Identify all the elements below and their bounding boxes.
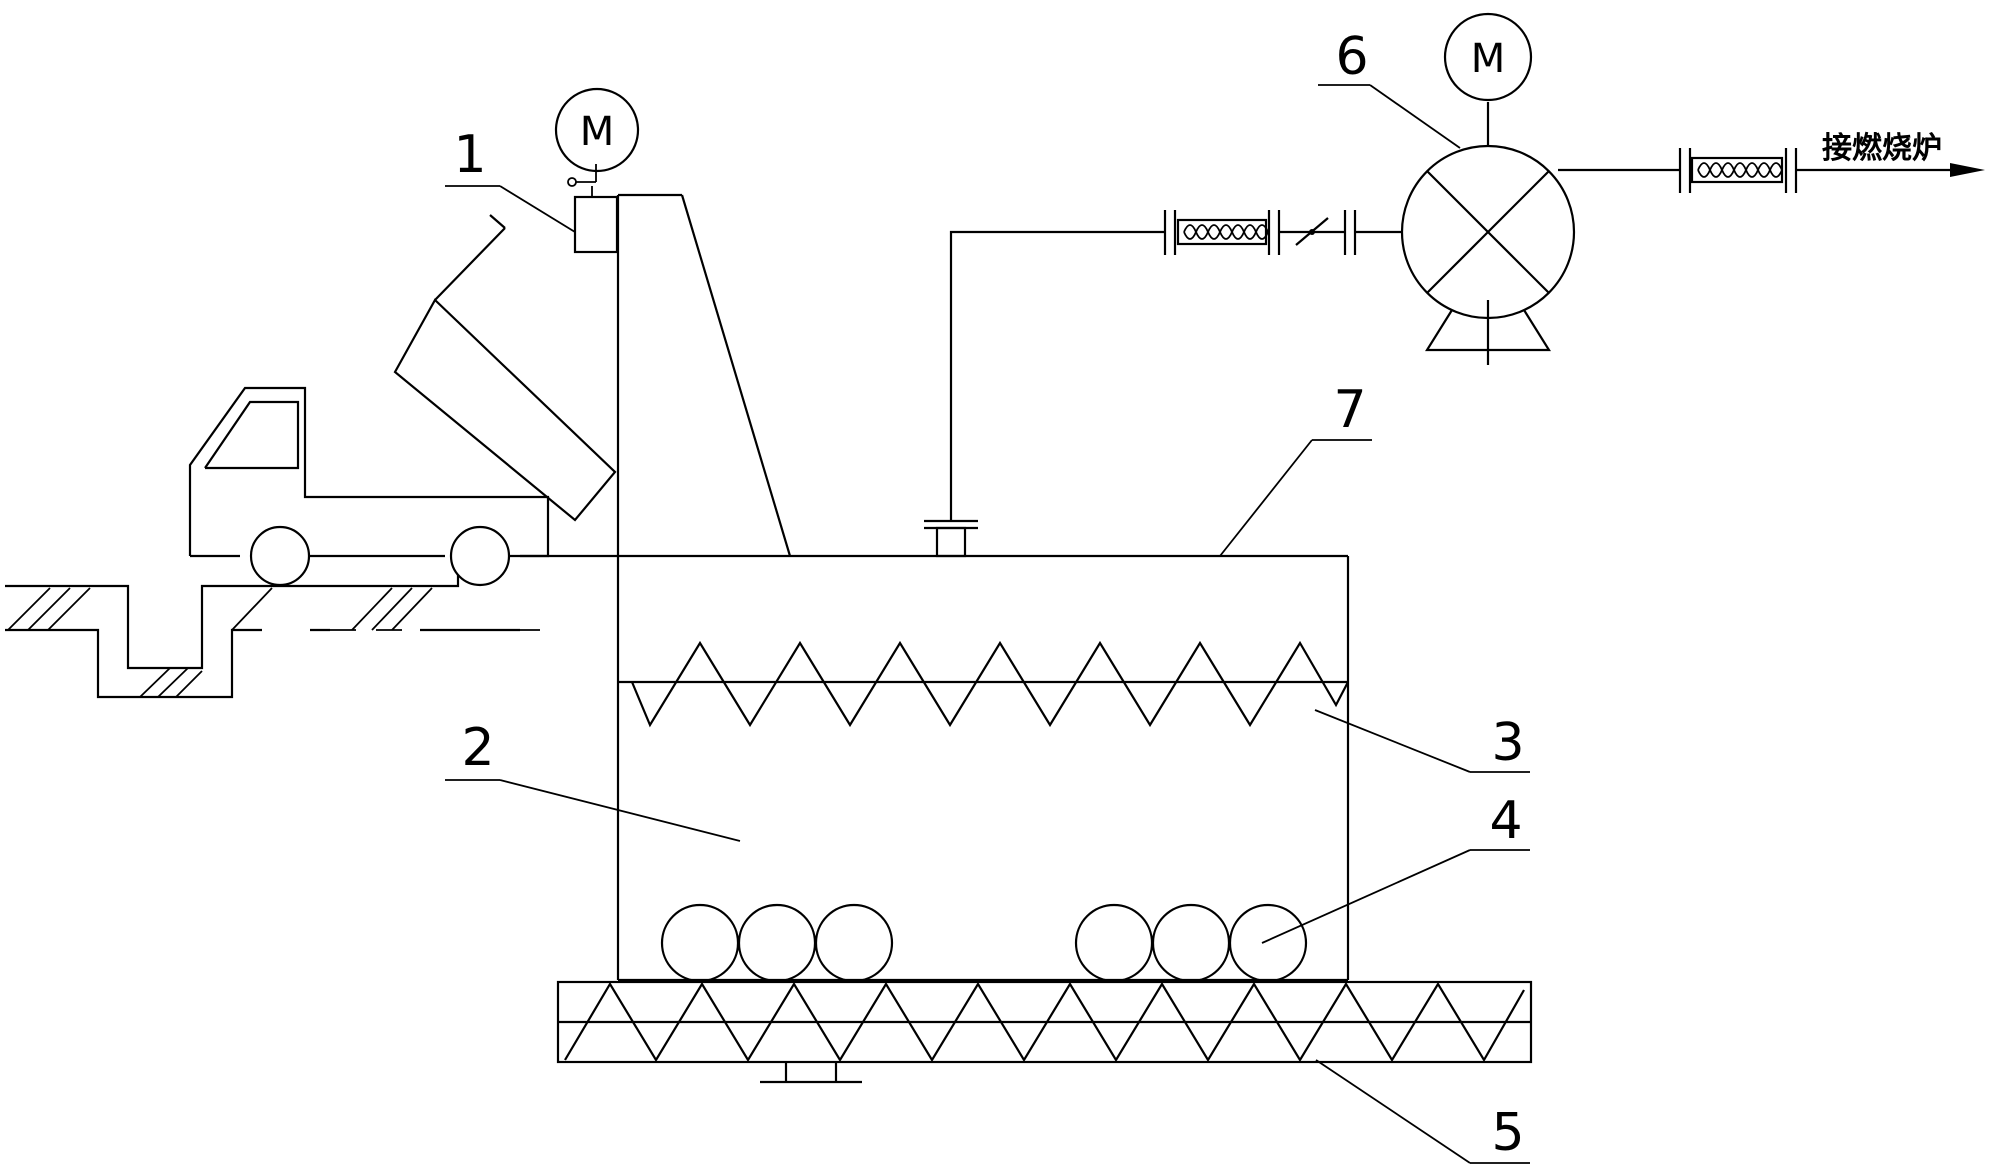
callout-4: 4: [1261, 791, 1530, 944]
feeder-motor: M: [554, 87, 640, 173]
outlet-destination-label: 接燃烧炉: [1822, 131, 1942, 166]
outlet-pipe: 接燃烧炉: [1558, 131, 1985, 193]
gas-pipe: [924, 210, 1402, 558]
callout-6: 6: [1318, 27, 1461, 149]
bellows-expansion-joint: [1176, 218, 1268, 246]
callout-1: 1: [445, 125, 576, 233]
induced-draft-fan: [1400, 102, 1576, 365]
callout-5: 5: [1315, 1059, 1530, 1164]
label-7: 7: [1333, 380, 1366, 440]
feeder-gate: [573, 195, 619, 254]
dump-truck: [188, 214, 617, 587]
upper-screw-conveyor: [618, 640, 1349, 728]
label-2: 2: [461, 718, 494, 778]
label-6: 6: [1335, 27, 1368, 87]
ground-hatching: [7, 587, 433, 698]
label-5: 5: [1491, 1103, 1524, 1163]
fan-motor: M: [1443, 12, 1533, 102]
crusher-rollers: [660, 903, 1308, 983]
label-1: 1: [453, 125, 486, 185]
outlet-bellows: [1690, 156, 1784, 184]
bottom-screw-conveyor: [556, 980, 1533, 1084]
ground-pit: [5, 554, 618, 699]
fan-motor-label: M: [1471, 36, 1506, 82]
truck-wheel-rear: [449, 525, 511, 587]
truck-wheel-front: [249, 525, 311, 587]
feeder-motor-label: M: [580, 109, 615, 155]
callout-3: 3: [1314, 709, 1530, 773]
callout-7: 7: [1219, 380, 1372, 557]
callout-2: 2: [445, 718, 741, 842]
storage-tank: [618, 554, 1350, 982]
flow-arrow: [1950, 163, 1985, 177]
label-3: 3: [1491, 713, 1524, 773]
label-4: 4: [1489, 791, 1522, 851]
feed-hopper: [567, 164, 792, 980]
